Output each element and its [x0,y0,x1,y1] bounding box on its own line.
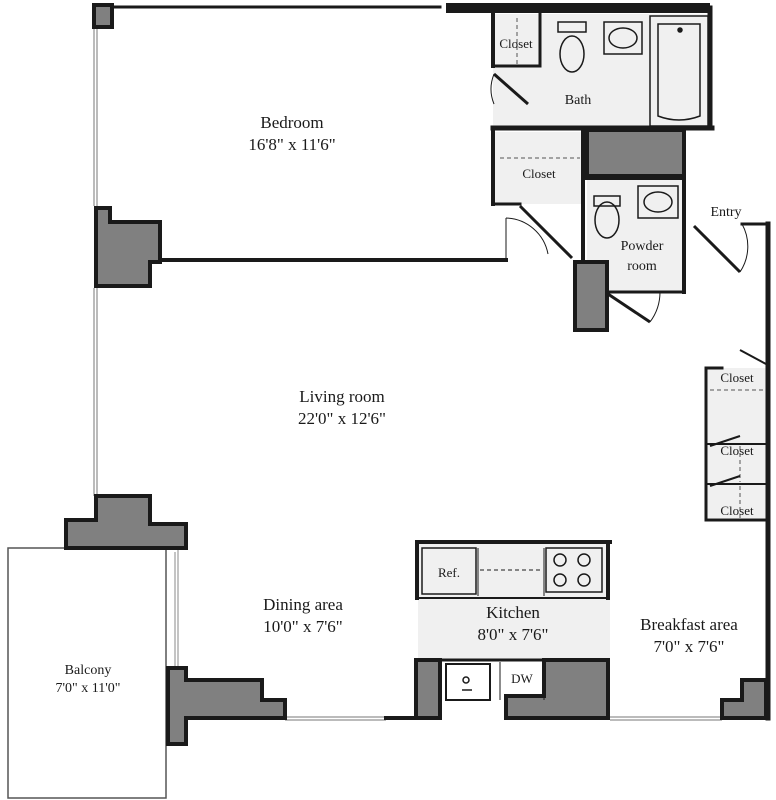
balcony [7,547,179,799]
windows [93,24,722,721]
balcony-dims: 7'0" x 11'0" [56,681,121,696]
closet-label-right-3: Closet [720,503,754,518]
kitchen-name: Kitchen [486,603,540,622]
refrigerator-label: Ref. [438,565,460,580]
kitchen-dims: 8'0" x 7'6" [477,625,548,644]
breakfast-area-dims: 7'0" x 7'6" [653,637,724,656]
living-room-name: Living room [299,387,384,406]
dishwasher-label: DW [511,671,533,686]
bedroom-name: Bedroom [260,113,323,132]
kitchen-lower-counter [440,658,545,701]
entry-label: Entry [710,205,741,220]
bath-name: Bath [565,93,591,108]
doors [490,72,767,487]
dining-area-dims: 10'0" x 7'6" [263,617,343,636]
living-room-dims: 22'0" x 12'6" [298,409,386,428]
kitchen-upper-appliances [421,547,603,596]
closet-label-bath: Closet [499,36,533,51]
closet-label-right-1: Closet [720,370,754,385]
bath-fixtures [557,15,709,127]
bedroom-dims: 16'8" x 11'6" [248,135,335,154]
columns [64,3,768,746]
dining-area-name: Dining area [263,595,343,614]
powder-room-line2: room [627,259,657,274]
room-labels: Bedroom 16'8" x 11'6" Living room 22'0" … [56,36,754,696]
floor-shading [418,14,768,660]
powder-room-line1: Powder [621,239,664,254]
closet-label-right-2: Closet [720,443,754,458]
powder-fixtures [593,185,679,239]
breakfast-area-name: Breakfast area [640,615,738,634]
balcony-name: Balcony [65,663,112,678]
closet-label-bedroom: Closet [522,166,556,181]
